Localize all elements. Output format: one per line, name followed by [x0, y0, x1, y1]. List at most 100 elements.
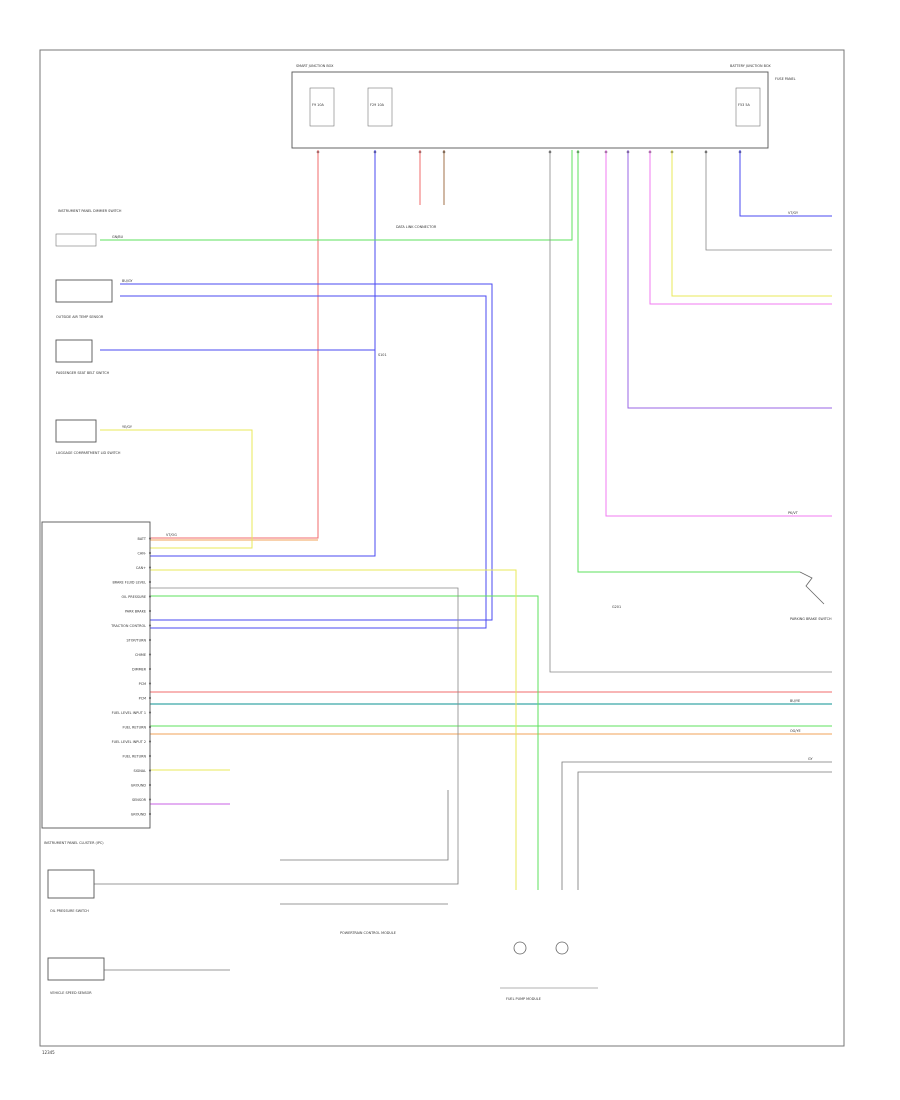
vehicle-speed-sensor: VEHICLE SPEED SENSOR — [47, 957, 105, 995]
cluster-pin-dot — [148, 609, 152, 613]
fuel-pump-label: FUEL PUMP MODULE — [506, 997, 541, 1001]
cluster-pin-label: PCM — [139, 697, 146, 701]
fuse-a-label: F9 10A — [312, 103, 324, 107]
cluster-pin-label: SENSOR — [132, 798, 147, 802]
wire-red-batt — [150, 150, 319, 539]
cluster-pin-label: PARK BRAKE — [125, 610, 146, 614]
park-brake-switch: PARKING BRAKE SWITCH — [790, 571, 832, 621]
cluster-pin-dot — [148, 769, 152, 772]
cluster-pin-label: CAN+ — [136, 566, 146, 570]
cluster-pin-label: OIL PRESSURE — [122, 595, 146, 599]
oil-pressure-switch: OIL PRESSURE SWITCH — [47, 869, 95, 913]
cluster-pin-dot — [148, 595, 152, 598]
cluster-pin-label: TRACTION CONTROL — [110, 624, 146, 628]
wire-yellow-luggage — [100, 429, 253, 549]
wire-gray-vert — [549, 150, 832, 673]
cluster-pin-label: GROUND — [131, 813, 147, 817]
wire-green-park — [577, 150, 800, 573]
cluster-pin-dot — [148, 566, 152, 569]
fuel-pump-module: FUEL PUMP MODULE — [500, 941, 598, 1001]
code-orange-fuel: OG/YE — [790, 729, 801, 733]
wire-blue-can-1 — [120, 283, 493, 621]
wire-blue-feed — [150, 150, 376, 557]
cluster-pin-label: FUEL RETURN — [123, 726, 147, 730]
cluster-pin-dot — [148, 812, 152, 816]
powertrain-module: POWERTRAIN CONTROL MODULE — [340, 931, 396, 935]
code-pink-run: PK/VT — [788, 511, 799, 515]
cluster-pin-dot — [148, 798, 152, 801]
fuse-c-label: F53 5A — [738, 103, 750, 107]
wire-yellow-right — [671, 150, 832, 297]
junction-connectors — [316, 150, 742, 154]
cluster-pin-label: BATT — [138, 537, 147, 541]
code-red-batt: VT/OG — [166, 533, 177, 537]
junction-box-label: SMART JUNCTION BOX — [296, 64, 334, 68]
cluster-pin-dot — [148, 725, 152, 729]
wire-gray-engine-2 — [280, 790, 449, 861]
junction-box-top: SMART JUNCTION BOX BATTERY JUNCTION BOX … — [291, 64, 771, 149]
splice-label: S101 — [378, 353, 387, 357]
cluster-pin-dot — [148, 624, 152, 627]
wire-gray-right — [705, 150, 832, 251]
wire-pink-long — [605, 150, 832, 517]
luggage-switch: LUGGAGE COMPARTMENT LID SWITCH — [55, 419, 121, 455]
luggage-switch-label: LUGGAGE COMPARTMENT LID SWITCH — [56, 451, 121, 455]
wire-violet-right — [627, 150, 832, 409]
cluster-label: INSTRUMENT PANEL CLUSTER (IPC) — [44, 841, 104, 845]
cluster-pin-list: BATT CAN- CAN+ BRAKE FLUID LEVEL OIL PRESSUR… — [110, 537, 152, 817]
cluster-pin-dot — [148, 551, 152, 555]
cluster-pin-dot — [148, 754, 152, 758]
wire-gray-engine — [150, 587, 459, 860]
code-violet-sig: VT/GY — [788, 211, 799, 215]
wire-blue-can-2 — [120, 295, 487, 629]
code-teal-fuel: BU/YE — [790, 699, 800, 703]
dlc-label: DATA LINK CONNECTOR — [396, 225, 437, 229]
footer-code: 12345 — [42, 1050, 55, 1055]
cluster-pin-label: BRAKE FLUID LEVEL — [112, 581, 146, 585]
wire-gray-fuel-2 — [577, 771, 832, 890]
outside-temp-sensor: OUTSIDE AIR TEMP SENSOR — [55, 279, 113, 319]
cluster-pin-dot — [148, 682, 152, 685]
code-green-dim: GN/BU — [112, 235, 124, 239]
wire-pink-right — [649, 150, 832, 305]
cluster-pin-label: PCM — [139, 682, 146, 686]
cluster-pin-label: FUEL RETURN — [123, 755, 147, 759]
cluster-pin-dot — [148, 783, 152, 787]
park-brake-label: PARKING BRAKE SWITCH — [790, 617, 832, 621]
cluster-pin-dot — [148, 711, 152, 714]
code-yellow-lug: YE/GY — [122, 425, 133, 429]
cluster-pin-dot — [148, 638, 152, 642]
oil-pressure-label: OIL PRESSURE SWITCH — [50, 909, 89, 913]
cluster-pin-label: CAN- — [138, 552, 147, 556]
cluster-pin-dot — [148, 740, 152, 743]
fuse-b-label: F29 10A — [370, 103, 385, 107]
cluster-pin-label: DIMMER — [132, 668, 147, 672]
cluster-pin-dot — [148, 653, 152, 656]
cluster-pin-label: SIGNAL — [133, 769, 146, 773]
code-blue-can: BU/GY — [122, 279, 133, 283]
outside-temp-label: OUTSIDE AIR TEMP SENSOR — [56, 315, 104, 319]
wire-gray-fuel-1 — [561, 761, 832, 890]
dimmer-switch: INSTRUMENT PANEL DIMMER SWITCH — [55, 209, 122, 247]
diagram-frame — [39, 49, 845, 1047]
cluster-pin-label: GROUND — [131, 784, 147, 788]
ground-label: G201 — [612, 605, 621, 609]
code-gray-gnd: GY — [808, 757, 813, 761]
cluster-pin-dot — [148, 667, 152, 671]
wire-green-dimmer — [100, 150, 573, 241]
cluster-pin-label: FUEL LEVEL INPUT 2 — [112, 740, 146, 744]
passenger-seat-label: PASSENGER SEAT BELT SWITCH — [56, 371, 110, 375]
battery-box-label: BATTERY JUNCTION BOX — [730, 64, 771, 68]
wire-green-engine — [150, 595, 539, 890]
engine-module-label: POWERTRAIN CONTROL MODULE — [340, 931, 396, 935]
cluster-pin-dot — [148, 580, 152, 584]
cluster-pin-label: CHIME — [135, 653, 146, 657]
cluster-pin-label: FUEL LEVEL INPUT 1 — [112, 711, 146, 715]
wire-gray-oil — [94, 860, 459, 885]
cluster-pin-dot — [148, 696, 152, 700]
passenger-seat-belt: PASSENGER SEAT BELT SWITCH — [55, 339, 110, 375]
cluster-pin-label: STOP/TURN — [126, 639, 146, 643]
cluster-pin-dot — [148, 537, 152, 540]
vehicle-speed-label: VEHICLE SPEED SENSOR — [50, 991, 92, 995]
